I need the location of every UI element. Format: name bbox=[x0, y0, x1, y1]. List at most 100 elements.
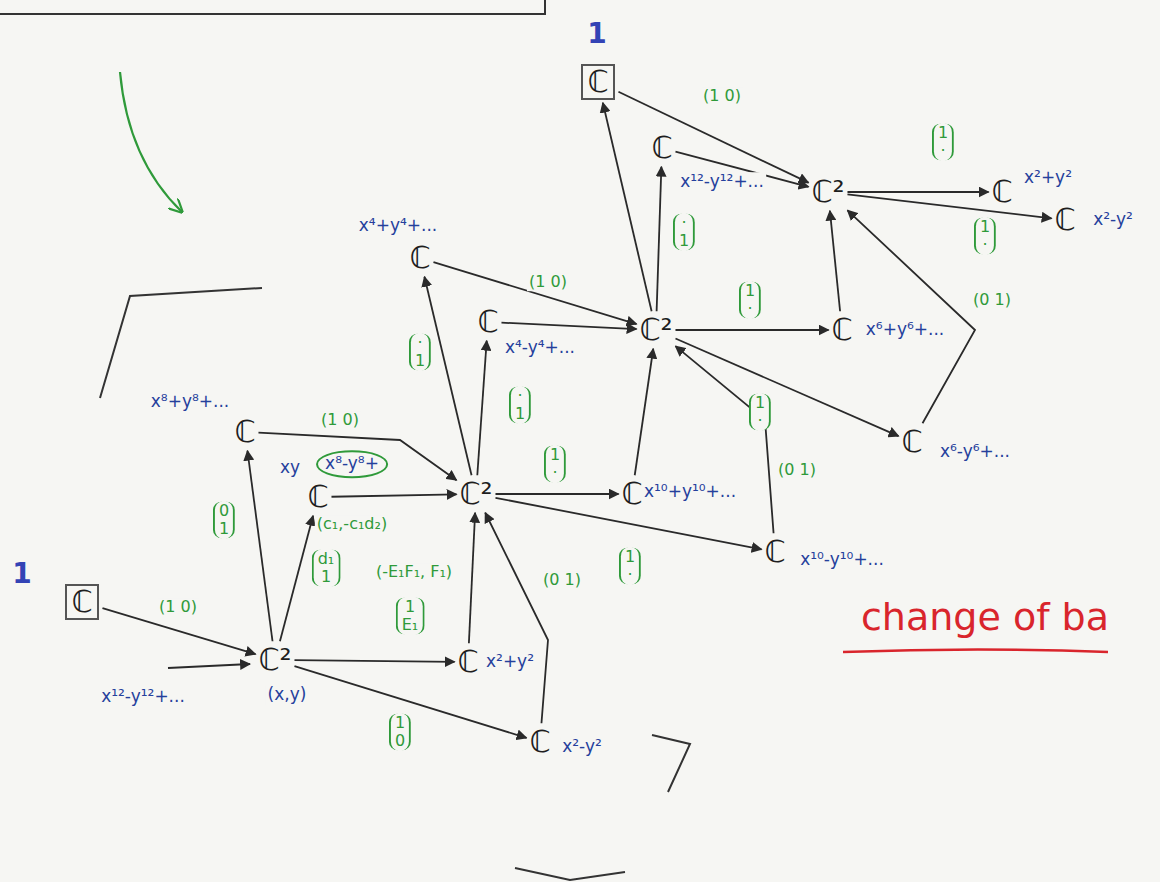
vertex-symbol: ℂ bbox=[622, 478, 643, 510]
bracket bbox=[652, 735, 690, 792]
quiver-arrow bbox=[847, 191, 988, 193]
quiver-arrow bbox=[603, 103, 652, 312]
vertex-polynomial: x¹⁰-y¹⁰+... bbox=[798, 550, 886, 570]
bracket bbox=[100, 288, 262, 398]
vertex-polynomial: x⁸-y⁸+ bbox=[316, 450, 388, 478]
map-label: d₁ 1 bbox=[312, 549, 341, 586]
quiver-vertex: ℂx²+y² bbox=[458, 646, 479, 678]
vertex-symbol: ℂ bbox=[72, 586, 93, 618]
vertex-polynomial: x²+y² bbox=[1022, 168, 1074, 188]
quiver-vertex: ℂ² bbox=[640, 314, 673, 346]
quiver-arrow bbox=[477, 341, 486, 476]
map-label: 1 0 bbox=[389, 713, 411, 750]
vertex-symbol: ℂ bbox=[992, 176, 1013, 208]
quiver-arrow bbox=[258, 433, 456, 480]
map-label: (0 1) bbox=[971, 291, 1013, 309]
map-label: 1 · bbox=[932, 123, 954, 160]
map-label: 1 E₁ bbox=[396, 597, 425, 634]
framed-vertex: 1ℂ bbox=[65, 584, 100, 620]
map-label: 1 · bbox=[619, 547, 641, 584]
quiver-arrow bbox=[280, 516, 313, 642]
quiver-arrow bbox=[635, 349, 654, 476]
map-label: · 1 bbox=[673, 213, 695, 250]
vertex-symbol: ℂ bbox=[1055, 204, 1076, 236]
quiver-arrow bbox=[830, 211, 840, 312]
quiver-vertex: ℂx²+y² bbox=[992, 176, 1013, 208]
quiver-arrow bbox=[675, 346, 773, 533]
quiver-vertex: ℂxyx⁸-y⁸+ bbox=[308, 481, 329, 513]
quiver-arrow bbox=[469, 513, 475, 644]
vertex-symbol: ℂ² bbox=[812, 176, 845, 208]
vertex-polynomial: x²-y² bbox=[1091, 210, 1135, 230]
vertex-polynomial: x²+y² bbox=[484, 652, 536, 672]
quiver-vertex: ℂx²-y² bbox=[530, 726, 551, 758]
map-label: (0 1) bbox=[541, 571, 583, 589]
map-label: (c₁,-c₁d₂) bbox=[315, 515, 389, 533]
map-label: 1 · bbox=[749, 393, 771, 430]
map-label: (1 0) bbox=[527, 273, 569, 291]
vertex-symbol: ℂ bbox=[588, 66, 609, 98]
quiver-arrow bbox=[501, 323, 636, 329]
quiver-arrow bbox=[424, 277, 471, 476]
vertex-polynomial: x⁸+y⁸+... bbox=[149, 392, 231, 412]
quiver-vertex: ℂx²-y² bbox=[1055, 204, 1076, 236]
quiver-arrow bbox=[675, 329, 828, 331]
quiver-vertex: ℂ²(x,y) bbox=[259, 644, 292, 676]
vertex-symbol: ℂ bbox=[832, 314, 853, 346]
vertex-symbol: ℂ² bbox=[259, 644, 292, 676]
vertex-polynomial: x⁶-y⁶+... bbox=[938, 442, 1012, 462]
quiver-arrow bbox=[657, 167, 662, 312]
map-label: · 1 bbox=[509, 386, 531, 423]
map-label: · 1 bbox=[409, 333, 431, 370]
quiver-vertex: ℂx¹²-y¹²+... bbox=[652, 132, 673, 164]
quiver-arrow bbox=[618, 92, 808, 183]
quiver-arrow bbox=[247, 451, 272, 642]
underline bbox=[843, 650, 1108, 653]
handwritten-note: change of ba bbox=[859, 596, 1111, 640]
quiver-arrow bbox=[495, 493, 618, 495]
vertex-symbol: ℂ² bbox=[460, 478, 493, 510]
quiver-vertex: ℂx⁶+y⁶+... bbox=[832, 314, 853, 346]
quiver-vertex: ℂx¹⁰+y¹⁰+... bbox=[622, 478, 643, 510]
vertex-symbol: ℂ bbox=[530, 726, 551, 758]
map-label: 0 1 bbox=[213, 501, 235, 538]
vertex-symbol: ℂ bbox=[478, 306, 499, 338]
map-label: 1 · bbox=[544, 445, 566, 482]
frame-edge bbox=[0, 0, 545, 14]
quiver-arrow bbox=[485, 513, 548, 724]
vertex-symbol: ℂ bbox=[765, 536, 786, 568]
framed-vertex: 1ℂ bbox=[581, 64, 616, 100]
quiver-arrow bbox=[847, 210, 975, 423]
quiver-vertex: ℂx⁶-y⁶+... bbox=[902, 426, 923, 458]
quiver-arrow bbox=[294, 660, 454, 662]
map-label: (1 0) bbox=[319, 411, 361, 429]
quiver-vertex: ℂx⁴+y⁴+... bbox=[410, 242, 431, 274]
quiver-vertex: ℂ² bbox=[460, 478, 493, 510]
vertex-polynomial: x¹²-y¹²+... bbox=[678, 172, 766, 192]
incoming-polynomial: x¹²-y¹²+... bbox=[99, 687, 187, 707]
quiver-arrow bbox=[433, 262, 636, 324]
map-label: 1 · bbox=[974, 217, 996, 254]
vertex-polynomial: x⁴+y⁴+... bbox=[357, 216, 439, 236]
quiver-vertex: ℂx⁸+y⁸+... bbox=[235, 416, 256, 448]
quiver-arrow bbox=[331, 494, 456, 496]
map-label: (1 0) bbox=[701, 87, 743, 105]
vertex-polynomial: (x,y) bbox=[266, 685, 309, 705]
vertex-polynomial: xy bbox=[278, 458, 302, 478]
vertex-symbol: ℂ bbox=[902, 426, 923, 458]
map-label: (1 0) bbox=[157, 598, 199, 616]
vertex-symbol: ℂ² bbox=[640, 314, 673, 346]
dimension-number: 1 bbox=[10, 558, 33, 590]
vertex-symbol: ℂ bbox=[410, 242, 431, 274]
bracket bbox=[515, 868, 625, 880]
incoming-arrow bbox=[168, 664, 250, 668]
quiver-vertex: ℂx¹⁰-y¹⁰+... bbox=[765, 536, 786, 568]
vertex-polynomial: x⁶+y⁶+... bbox=[864, 320, 946, 340]
pointer-arrow bbox=[120, 72, 182, 212]
quiver-vertex: ℂx⁴-y⁴+... bbox=[478, 306, 499, 338]
map-label: (0 1) bbox=[776, 461, 818, 479]
quiver-arrow bbox=[675, 339, 898, 437]
vertex-polynomial: x⁴-y⁴+... bbox=[503, 338, 577, 358]
vertex-symbol: ℂ bbox=[652, 132, 673, 164]
